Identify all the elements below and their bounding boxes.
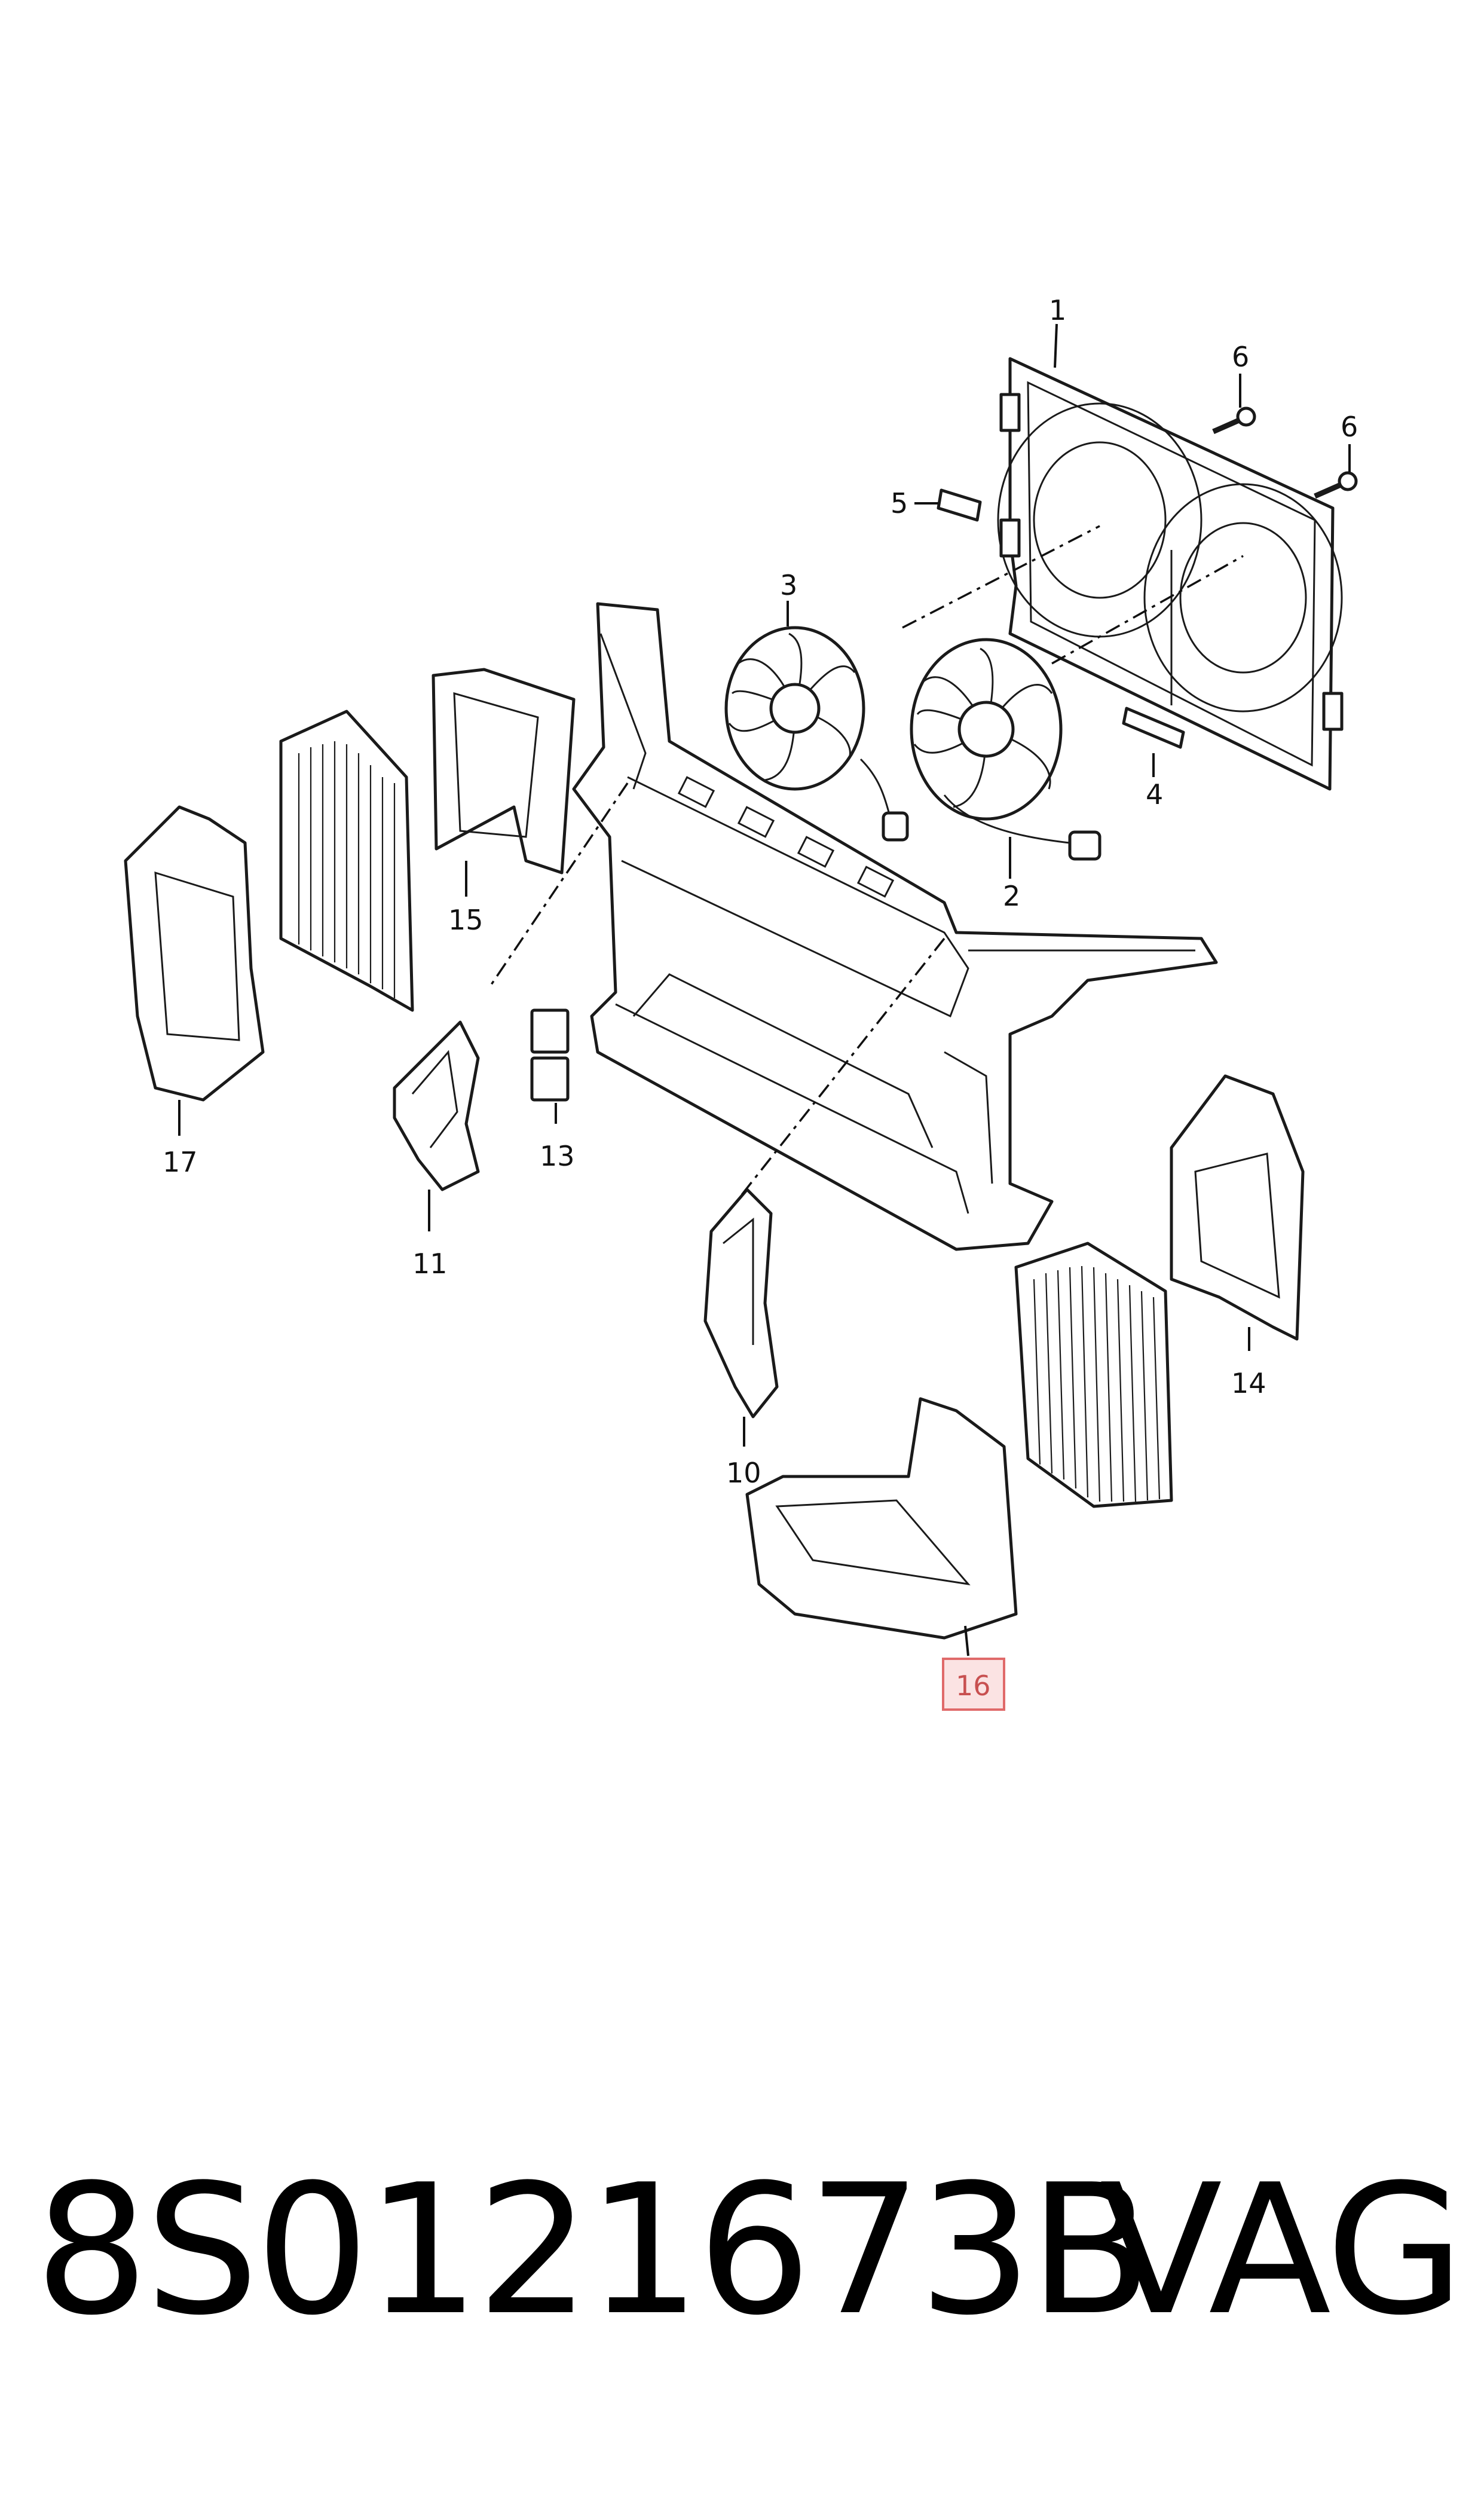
callout-11: 11 — [412, 1248, 448, 1280]
callout-1: 1 — [1049, 294, 1066, 326]
callout-3: 3 — [780, 569, 797, 601]
part-number: 8S0121673B — [35, 2146, 1152, 2355]
bracket-part-10 — [703, 1188, 779, 1447]
auxiliary-radiator-left — [279, 710, 414, 1012]
fan-shroud-part-1 — [997, 323, 1344, 791]
callout-17: 17 — [163, 1146, 198, 1178]
air-duct-part-15 — [432, 668, 576, 897]
callout-6a: 6 — [1232, 341, 1249, 373]
callout-16-highlight-box — [942, 1658, 1005, 1711]
callout-16: 16 — [956, 1670, 991, 1702]
air-duct-part-14 — [1170, 1074, 1305, 1351]
clips-part-13 — [530, 1008, 570, 1124]
callout-4: 4 — [1146, 778, 1163, 811]
callout-10: 10 — [726, 1457, 761, 1489]
seal-part-5 — [914, 488, 982, 522]
assembly-lines — [489, 525, 1244, 1197]
air-guide-part-16 — [745, 1397, 1018, 1656]
lock-carrier-front-end — [572, 602, 1218, 1251]
screw-part-6b — [1314, 444, 1358, 499]
air-guide-part-17 — [124, 805, 265, 1136]
callout-6b: 6 — [1341, 411, 1358, 443]
callout-13: 13 — [540, 1140, 575, 1172]
callout-5: 5 — [891, 487, 908, 519]
callout-labels: 1 2 3 4 5 6 6 10 11 13 14 15 16 17 — [163, 294, 1358, 1711]
seal-part-4 — [1122, 707, 1185, 777]
callout-14: 14 — [1231, 1367, 1266, 1399]
auxiliary-radiator-right — [1014, 1242, 1173, 1508]
brand-name: VAG — [1100, 2146, 1464, 2355]
screw-part-6a — [1212, 374, 1256, 435]
fan-part-3 — [724, 601, 909, 842]
fan-part-2 — [910, 638, 1101, 879]
callout-15: 15 — [448, 904, 484, 936]
bracket-part-11 — [393, 1020, 480, 1231]
callout-2: 2 — [1003, 880, 1020, 912]
